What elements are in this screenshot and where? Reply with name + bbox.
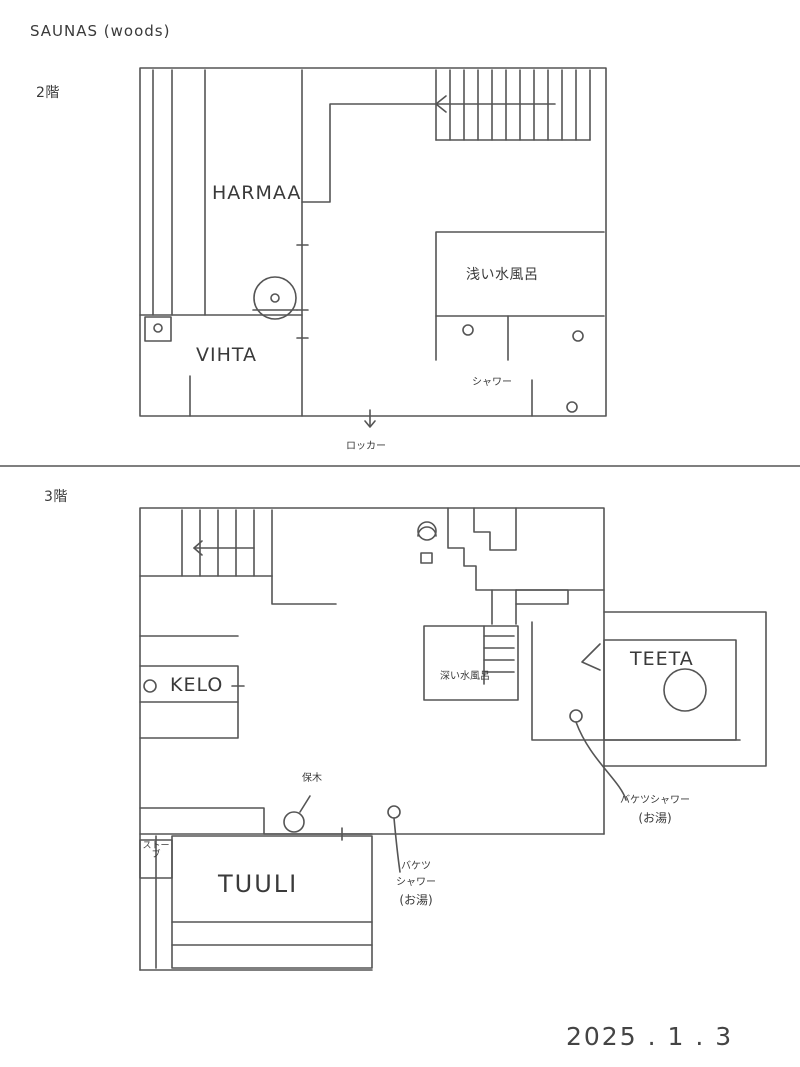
bucket-shower-left-line3: (お湯) [399,893,433,907]
page-title: SAUNAS (woods) [30,22,171,40]
bucket-shower-right-line1: バケツシャワー [620,795,690,806]
stove-note: ストーブ [142,841,170,861]
bucket-shower-note-left: バケツ シャワー (お湯) [396,861,436,907]
room-teeta: TEETA [630,648,694,670]
shower-note-2f: シャワー [472,377,512,388]
room-vihta: VIHTA [196,344,258,366]
floor-3-walls [139,507,767,971]
room-deep-bath: 深い水風呂 [440,671,490,682]
bucket-shower-left-line2: シャワー [396,877,436,888]
floor-2-fixtures [153,276,584,413]
bucket-shower-left-line1: バケツ [401,861,431,872]
floor-3-fixtures [143,521,707,873]
locker-note: ロッカー [346,441,386,452]
room-harmaa: HARMAA [212,182,302,204]
wood-note: 保木 [302,773,322,784]
room-tuuli: TUULI [218,870,299,898]
bucket-shower-right-line2: (お湯) [638,811,672,825]
floor-label-3f: 3階 [44,489,68,505]
bucket-shower-note-right: バケツシャワー (お湯) [620,795,690,825]
room-kelo: KELO [170,674,224,696]
date-stamp: 2025 . 1 . 3 [566,1022,734,1051]
floor-label-2f: 2階 [36,85,60,101]
floor-2-walls [139,67,607,428]
room-shallow-bath: 浅い水風呂 [466,267,539,283]
